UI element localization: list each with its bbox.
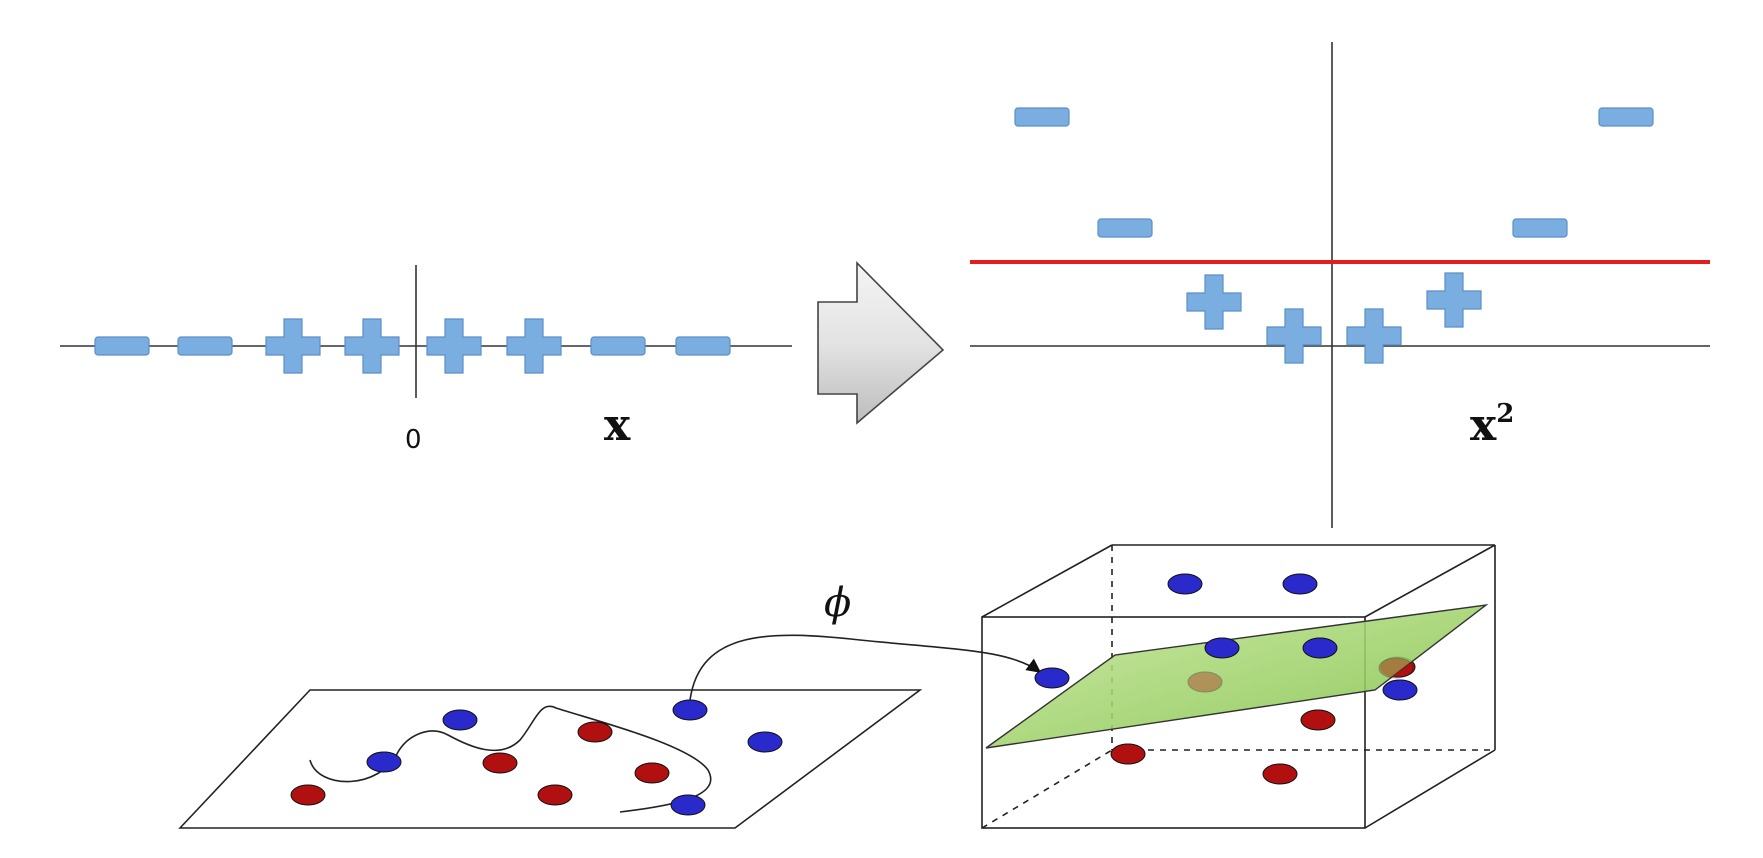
x-squared-base: x: [1470, 400, 1497, 451]
red-point: [537, 784, 573, 806]
blue-point: [366, 751, 402, 773]
minus-icon: [590, 336, 646, 356]
plus-icon: [1426, 272, 1482, 328]
blue-point: [747, 731, 783, 753]
plus-icon: [426, 318, 482, 374]
top-right-panel: x2: [970, 42, 1710, 528]
minus-icon: [675, 336, 731, 356]
mapped-data-points: [1014, 107, 1654, 364]
blue-point: [1204, 637, 1240, 659]
red-point: [1262, 763, 1298, 785]
red-point: [482, 752, 518, 774]
box-hidden-edge-diagonal: [981, 749, 1113, 829]
plus-icon: [1266, 308, 1322, 364]
nonlinear-boundary-curve: [309, 705, 712, 813]
red-point: [1187, 671, 1223, 693]
origin-label: 0: [405, 425, 422, 455]
separating-hyperplane: [985, 603, 1489, 749]
red-point: [1378, 657, 1414, 679]
top-left-panel: 0 x: [60, 265, 792, 455]
box-bottom-right-edge: [1364, 749, 1496, 829]
input-plane: [178, 689, 923, 829]
blue-point: [442, 709, 478, 731]
plus-icon: [344, 318, 400, 374]
x-axis-label: x: [604, 400, 631, 451]
plus-icon: [265, 318, 321, 374]
one-d-data-points: [94, 318, 731, 374]
blue-point: [672, 699, 708, 721]
red-point: [1300, 709, 1336, 731]
input-space-panel: [178, 689, 923, 829]
box-top-right-edge: [1364, 544, 1496, 618]
box-top-left-edge: [981, 544, 1113, 618]
plus-icon: [1346, 308, 1402, 364]
red-point: [577, 721, 613, 743]
x-squared-label: x2: [1470, 399, 1514, 451]
feature-space-panel: [981, 544, 1496, 829]
box-front-face: [981, 616, 1366, 829]
minus-icon: [177, 336, 233, 356]
input-space-points: [290, 699, 783, 816]
minus-icon: [1512, 218, 1568, 238]
minus-icon: [1014, 107, 1070, 127]
minus-icon: [1097, 218, 1153, 238]
feature-space-points-upper: [1034, 573, 1414, 693]
transform-arrow-icon: [817, 261, 945, 425]
blue-point: [1302, 637, 1338, 659]
blue-point: [1382, 679, 1418, 701]
red-point: [290, 784, 326, 806]
blue-point: [1282, 573, 1318, 595]
plus-icon: [506, 318, 562, 374]
red-point: [1110, 743, 1146, 765]
blue-point: [1034, 667, 1070, 689]
minus-icon: [1598, 107, 1654, 127]
blue-point: [1167, 573, 1203, 595]
red-point: [634, 762, 670, 784]
minus-icon: [94, 336, 150, 356]
blue-point: [670, 794, 706, 816]
plus-icon: [1186, 274, 1242, 330]
phi-mapping-arrow: [689, 634, 1042, 701]
phi-label: ϕ: [824, 580, 851, 626]
x-squared-exponent: 2: [1496, 399, 1514, 429]
